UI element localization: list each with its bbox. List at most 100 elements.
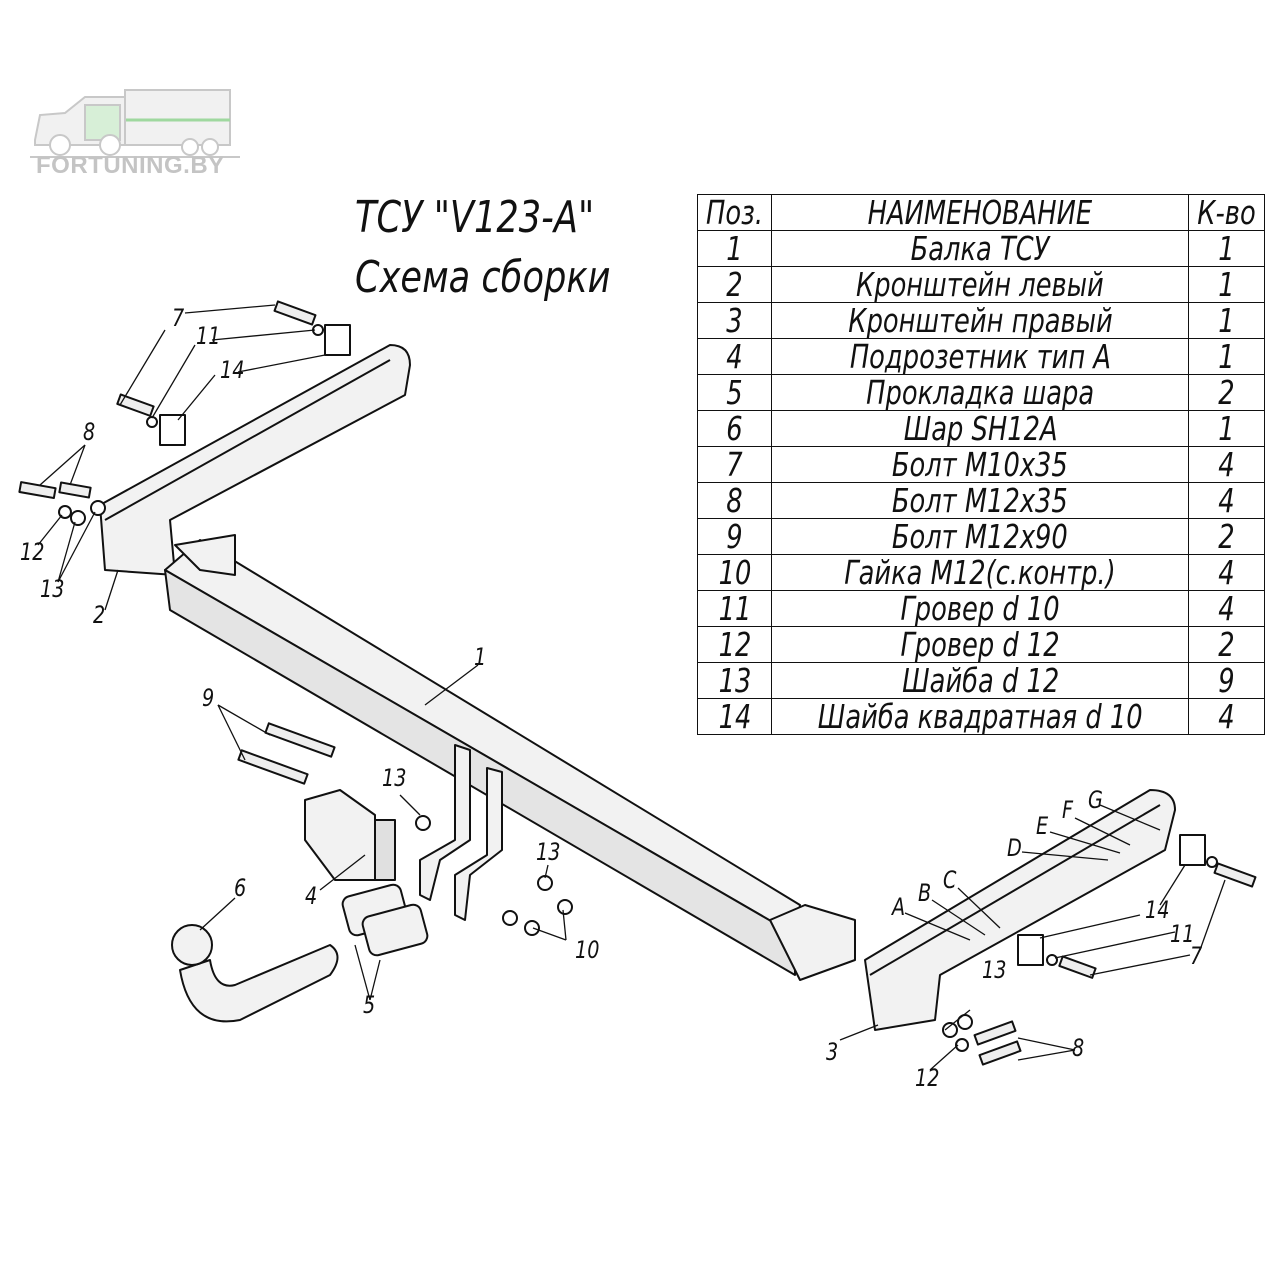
cell-qty: 2 bbox=[1188, 518, 1266, 555]
header-pos: Поз. bbox=[696, 194, 773, 231]
cell-name: Болт М12х90 bbox=[771, 518, 1190, 555]
cell-name: Прокладка шара bbox=[771, 374, 1190, 411]
callout-G: G bbox=[1088, 786, 1103, 814]
cell-qty: 1 bbox=[1188, 410, 1266, 447]
callout-7: 7 bbox=[172, 304, 185, 332]
cell-name: Болт М12х35 bbox=[771, 482, 1190, 519]
beam-mount-plate bbox=[419, 744, 471, 901]
cell-pos: 4 bbox=[696, 338, 773, 375]
cell-name: Балка ТСУ bbox=[771, 230, 1190, 267]
callout-12: 12 bbox=[915, 1064, 940, 1092]
callout-B: B bbox=[918, 879, 932, 907]
callout-E: E bbox=[1036, 812, 1049, 840]
callout-1: 1 bbox=[474, 643, 487, 671]
cell-qty: 4 bbox=[1188, 698, 1266, 735]
cell-name: Шайба квадратная d 10 bbox=[771, 698, 1190, 735]
cell-qty: 4 bbox=[1188, 554, 1266, 591]
cell-qty: 4 bbox=[1188, 590, 1266, 627]
header-qty: К-во bbox=[1188, 194, 1266, 231]
callout-13: 13 bbox=[382, 764, 407, 792]
callout-13: 13 bbox=[982, 956, 1007, 984]
callout-A: A bbox=[892, 893, 906, 921]
callout-8: 8 bbox=[1072, 1034, 1085, 1062]
cell-pos: 7 bbox=[696, 446, 773, 483]
fortuning-logo bbox=[30, 89, 240, 158]
cell-name: Болт М10х35 bbox=[771, 446, 1190, 483]
leader-lines bbox=[37, 304, 1226, 1071]
cell-pos: 14 bbox=[696, 698, 773, 735]
cell-pos: 10 bbox=[696, 554, 773, 591]
cell-qty: 2 bbox=[1188, 626, 1266, 663]
callout-D: D bbox=[1007, 834, 1022, 862]
callout-5: 5 bbox=[363, 991, 376, 1019]
tow-ball bbox=[171, 924, 213, 966]
cell-pos: 8 bbox=[696, 482, 773, 519]
callout-11: 11 bbox=[1170, 920, 1195, 948]
callout-14: 14 bbox=[1145, 896, 1170, 924]
cell-qty: 4 bbox=[1188, 482, 1266, 519]
cell-pos: 2 bbox=[696, 266, 773, 303]
callout-9: 9 bbox=[202, 684, 215, 712]
cell-qty: 4 bbox=[1188, 446, 1266, 483]
cell-pos: 11 bbox=[696, 590, 773, 627]
callout-13: 13 bbox=[40, 575, 65, 603]
callout-10: 10 bbox=[575, 936, 600, 964]
cell-pos: 5 bbox=[696, 374, 773, 411]
callout-13: 13 bbox=[536, 838, 561, 866]
cell-qty: 1 bbox=[1188, 338, 1266, 375]
cell-qty: 1 bbox=[1188, 266, 1266, 303]
cell-name: Шайба d 12 bbox=[771, 662, 1190, 699]
callout-3: 3 bbox=[826, 1038, 839, 1066]
cell-pos: 12 bbox=[696, 626, 773, 663]
tow-beam-side bbox=[164, 569, 796, 976]
cell-pos: 9 bbox=[696, 518, 773, 555]
callout-2: 2 bbox=[93, 601, 106, 629]
washers bbox=[58, 324, 1218, 1052]
callout-11: 11 bbox=[196, 322, 221, 350]
cell-qty: 1 bbox=[1188, 302, 1266, 339]
cell-qty: 2 bbox=[1188, 374, 1266, 411]
socket-plate bbox=[304, 789, 376, 881]
cell-name: Гровер d 10 bbox=[771, 590, 1190, 627]
callout-C: C bbox=[943, 866, 957, 894]
cell-pos: 3 bbox=[696, 302, 773, 339]
cell-qty: 9 bbox=[1188, 662, 1266, 699]
drawing-subtitle: Схема сборки bbox=[355, 252, 611, 303]
logo-text: FORTUNING.BY bbox=[36, 152, 225, 179]
tow-ball-neck bbox=[179, 944, 339, 1023]
cell-pos: 13 bbox=[696, 662, 773, 699]
callout-F: F bbox=[1062, 796, 1074, 824]
table-header-row: Поз. НАИМЕНОВАНИЕ К-во bbox=[696, 194, 1266, 231]
cell-qty: 1 bbox=[1188, 230, 1266, 267]
callout-6: 6 bbox=[234, 874, 247, 902]
callout-14: 14 bbox=[220, 356, 245, 384]
truck-trailer-icon bbox=[30, 89, 240, 158]
cell-name: Кронштейн правый bbox=[771, 302, 1190, 339]
cell-name: Кронштейн левый bbox=[771, 266, 1190, 303]
bolts bbox=[18, 300, 1257, 1066]
callout-7: 7 bbox=[1190, 942, 1203, 970]
drawing-title: ТСУ "V123-A" bbox=[355, 192, 595, 243]
callout-8: 8 bbox=[83, 418, 96, 446]
right-bracket bbox=[864, 789, 1176, 1031]
cell-name: Шар SH12A bbox=[771, 410, 1190, 447]
cell-name: Подрозетник тип А bbox=[771, 338, 1190, 375]
cell-pos: 1 bbox=[696, 230, 773, 267]
header-name: НАИМЕНОВАНИЕ bbox=[771, 194, 1190, 231]
cell-name: Гровер d 12 bbox=[771, 626, 1190, 663]
